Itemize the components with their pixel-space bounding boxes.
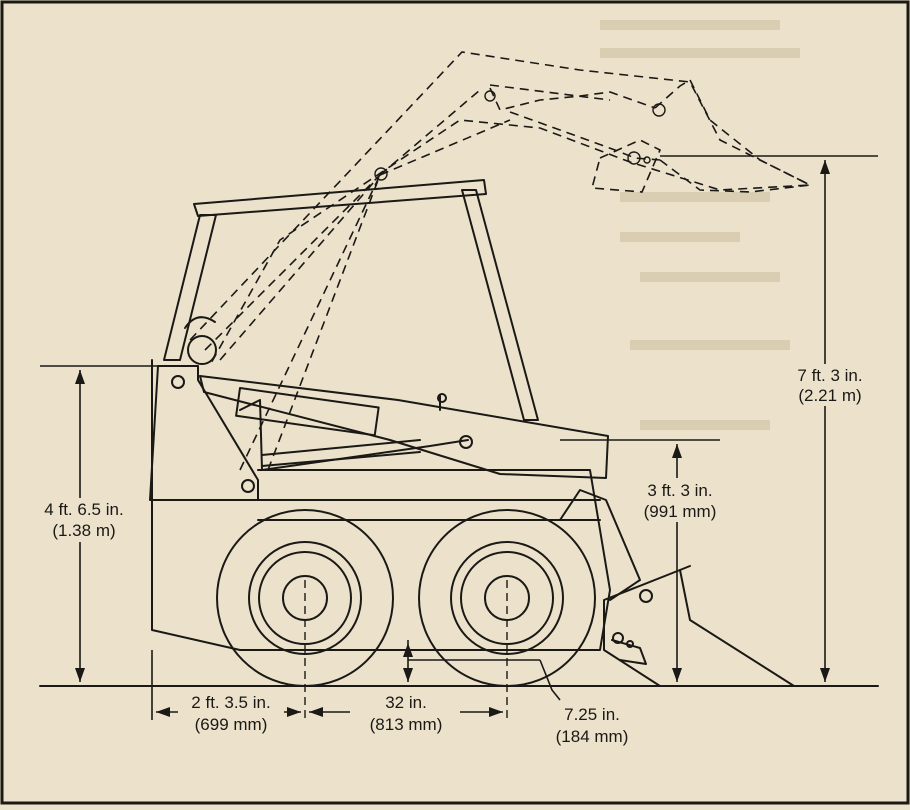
- dimension-rear-overhang: [151, 650, 301, 720]
- bleed-through-texture: [600, 20, 800, 430]
- label-pivot-height: 4 ft. 6.5 in. (1.38 m): [28, 498, 140, 542]
- label-overall-height: 7 ft. 3 in. (2.21 m): [782, 364, 878, 406]
- overall-height-metric: (2.21 m): [798, 386, 861, 405]
- dimension-wheelbase: [309, 707, 503, 717]
- label-ground-clearance: 7.25 in. (184 mm): [556, 705, 629, 746]
- label-wheelbase: 32 in. (813 mm): [370, 693, 443, 734]
- wheelbase-metric: (813 mm): [370, 715, 443, 734]
- rear-wheel: [216, 509, 394, 720]
- dimension-overall-height: [660, 155, 878, 682]
- overall-height-imperial: 7 ft. 3 in.: [797, 366, 862, 385]
- pivot-height-imperial: 4 ft. 6.5 in.: [44, 500, 123, 519]
- ground-clearance-metric: (184 mm): [556, 727, 629, 746]
- front-wheel: [418, 509, 596, 720]
- rear-overhang-imperial: 2 ft. 3.5 in.: [191, 693, 270, 712]
- wheelbase-imperial: 32 in.: [385, 693, 427, 712]
- bucket-height-metric: (991 mm): [644, 502, 717, 521]
- label-rear-overhang: 2 ft. 3.5 in. (699 mm): [191, 693, 270, 734]
- dimension-ground-clearance: [403, 640, 561, 701]
- pivot-height-metric: (1.38 m): [52, 521, 115, 540]
- ground-clearance-imperial: 7.25 in.: [564, 705, 620, 724]
- raised-arm-outline: [189, 51, 814, 471]
- skid-steer-body: [149, 179, 795, 687]
- rear-overhang-metric: (699 mm): [195, 715, 268, 734]
- label-bucket-height: 3 ft. 3 in. (991 mm): [634, 478, 726, 522]
- bucket-height-imperial: 3 ft. 3 in.: [647, 481, 712, 500]
